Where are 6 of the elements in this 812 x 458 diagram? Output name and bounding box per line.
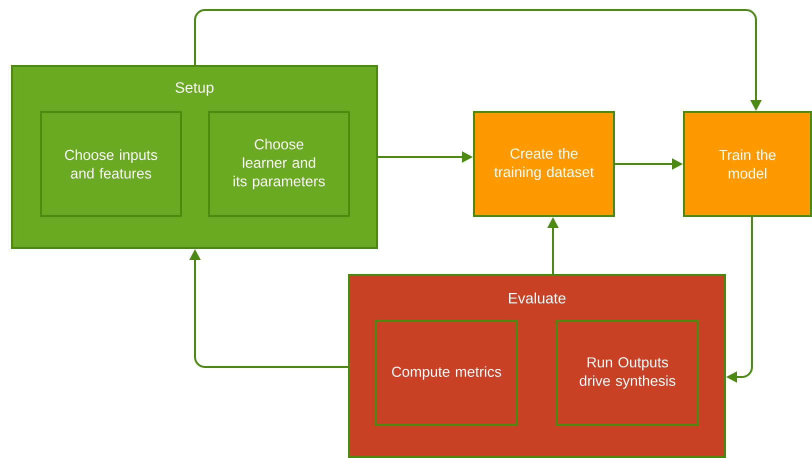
process-box: Compute metrics (375, 320, 518, 426)
process-box: Train the model (683, 111, 812, 217)
process-box: Run Outputs drive synthesis (556, 320, 699, 426)
process-box: Choose inputs and features (40, 111, 182, 217)
process-box: Choose learner and its parameters (208, 111, 350, 217)
process-box: Create the training dataset (473, 111, 615, 217)
